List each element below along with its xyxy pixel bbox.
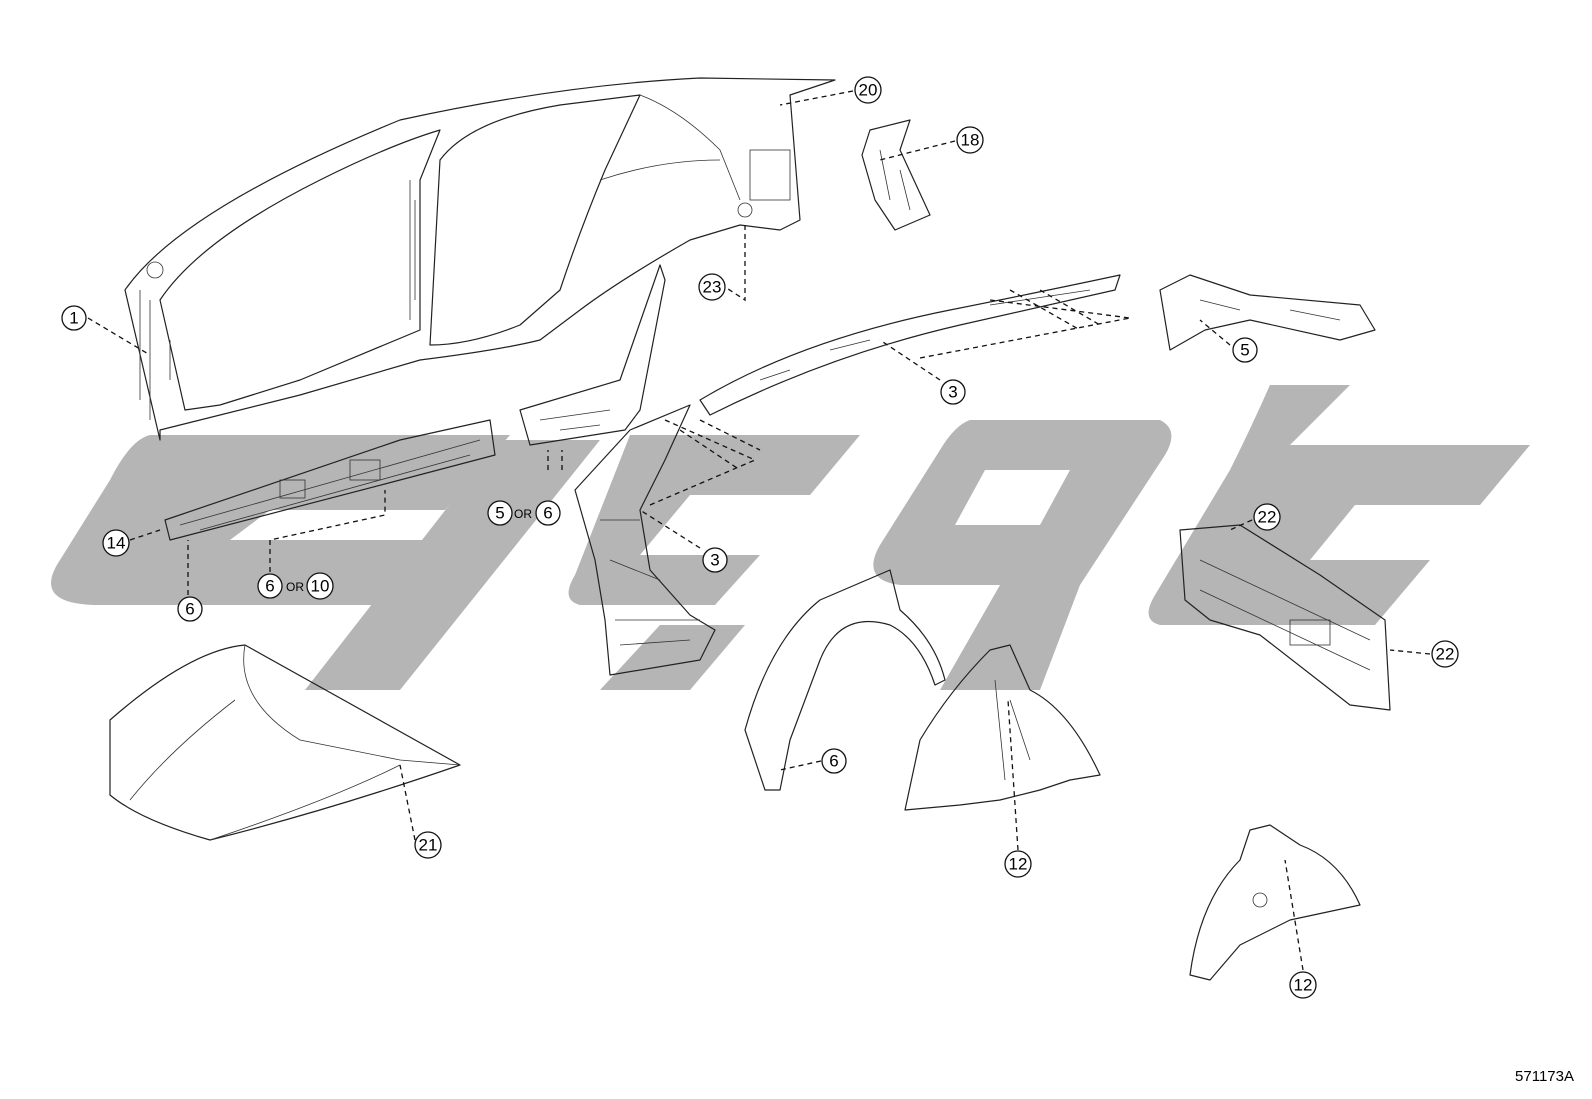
callout-10: 10 xyxy=(306,572,334,600)
svg-text:6: 6 xyxy=(265,577,274,596)
rear-body-panel xyxy=(1179,524,1391,711)
svg-text:21: 21 xyxy=(419,836,438,855)
wheel-house-rear xyxy=(904,644,1101,811)
callout-5-top: 5 xyxy=(1232,337,1258,363)
body-side-panel xyxy=(124,77,836,441)
svg-text:22: 22 xyxy=(1436,645,1455,664)
callout-20: 20 xyxy=(854,76,882,104)
svg-text:5: 5 xyxy=(495,504,504,523)
svg-text:12: 12 xyxy=(1009,855,1028,874)
svg-text:3: 3 xyxy=(948,383,957,402)
svg-text:1: 1 xyxy=(69,309,78,328)
callout-12-mid: 12 xyxy=(1004,850,1032,878)
callout-18: 18 xyxy=(956,126,984,154)
svg-text:6: 6 xyxy=(829,752,838,771)
part-18-bracket xyxy=(861,119,931,231)
wheel-house-inner xyxy=(1189,824,1361,981)
svg-text:10: 10 xyxy=(311,577,330,596)
callout-22-right: 22 xyxy=(1431,640,1459,668)
svg-text:6: 6 xyxy=(543,504,552,523)
part-5-bracket xyxy=(1159,274,1376,351)
callout-23: 23 xyxy=(698,273,726,301)
leader-lines xyxy=(87,90,1431,971)
or-label-2: OR xyxy=(514,507,532,521)
callout-6-or: 6 xyxy=(257,573,283,599)
diagram-id-label: 571173A xyxy=(1515,1068,1574,1085)
svg-text:18: 18 xyxy=(961,131,980,150)
callout-3-pillar: 3 xyxy=(702,547,728,573)
rocker-panel-rail xyxy=(164,419,496,541)
svg-text:22: 22 xyxy=(1258,508,1277,527)
callout-22-top: 22 xyxy=(1253,503,1281,531)
svg-text:23: 23 xyxy=(703,278,722,297)
svg-text:5: 5 xyxy=(1240,341,1249,360)
roof-side-rail xyxy=(699,274,1121,416)
svg-text:6: 6 xyxy=(185,600,194,619)
watermark-logo xyxy=(51,385,1530,690)
wheel-apron-front xyxy=(744,569,946,791)
callout-14: 14 xyxy=(102,529,130,557)
pillar-reinforcement-upper xyxy=(519,264,666,446)
svg-text:12: 12 xyxy=(1294,976,1313,995)
hood-panel xyxy=(109,644,461,841)
callout-5-or: 5 xyxy=(487,500,513,526)
callout-6-pillar: 6 xyxy=(535,500,561,526)
svg-text:14: 14 xyxy=(107,534,126,553)
or-label-1: OR xyxy=(286,580,304,594)
svg-text:3: 3 xyxy=(710,551,719,570)
callout-21: 21 xyxy=(414,831,442,859)
callout-12-bottom: 12 xyxy=(1289,971,1317,999)
callout-6-apron: 6 xyxy=(821,748,847,774)
callout-3-top: 3 xyxy=(940,379,966,405)
center-pillar xyxy=(574,404,716,676)
callout-1: 1 xyxy=(61,305,87,331)
svg-text:20: 20 xyxy=(859,81,878,100)
callout-6-left: 6 xyxy=(177,596,203,622)
